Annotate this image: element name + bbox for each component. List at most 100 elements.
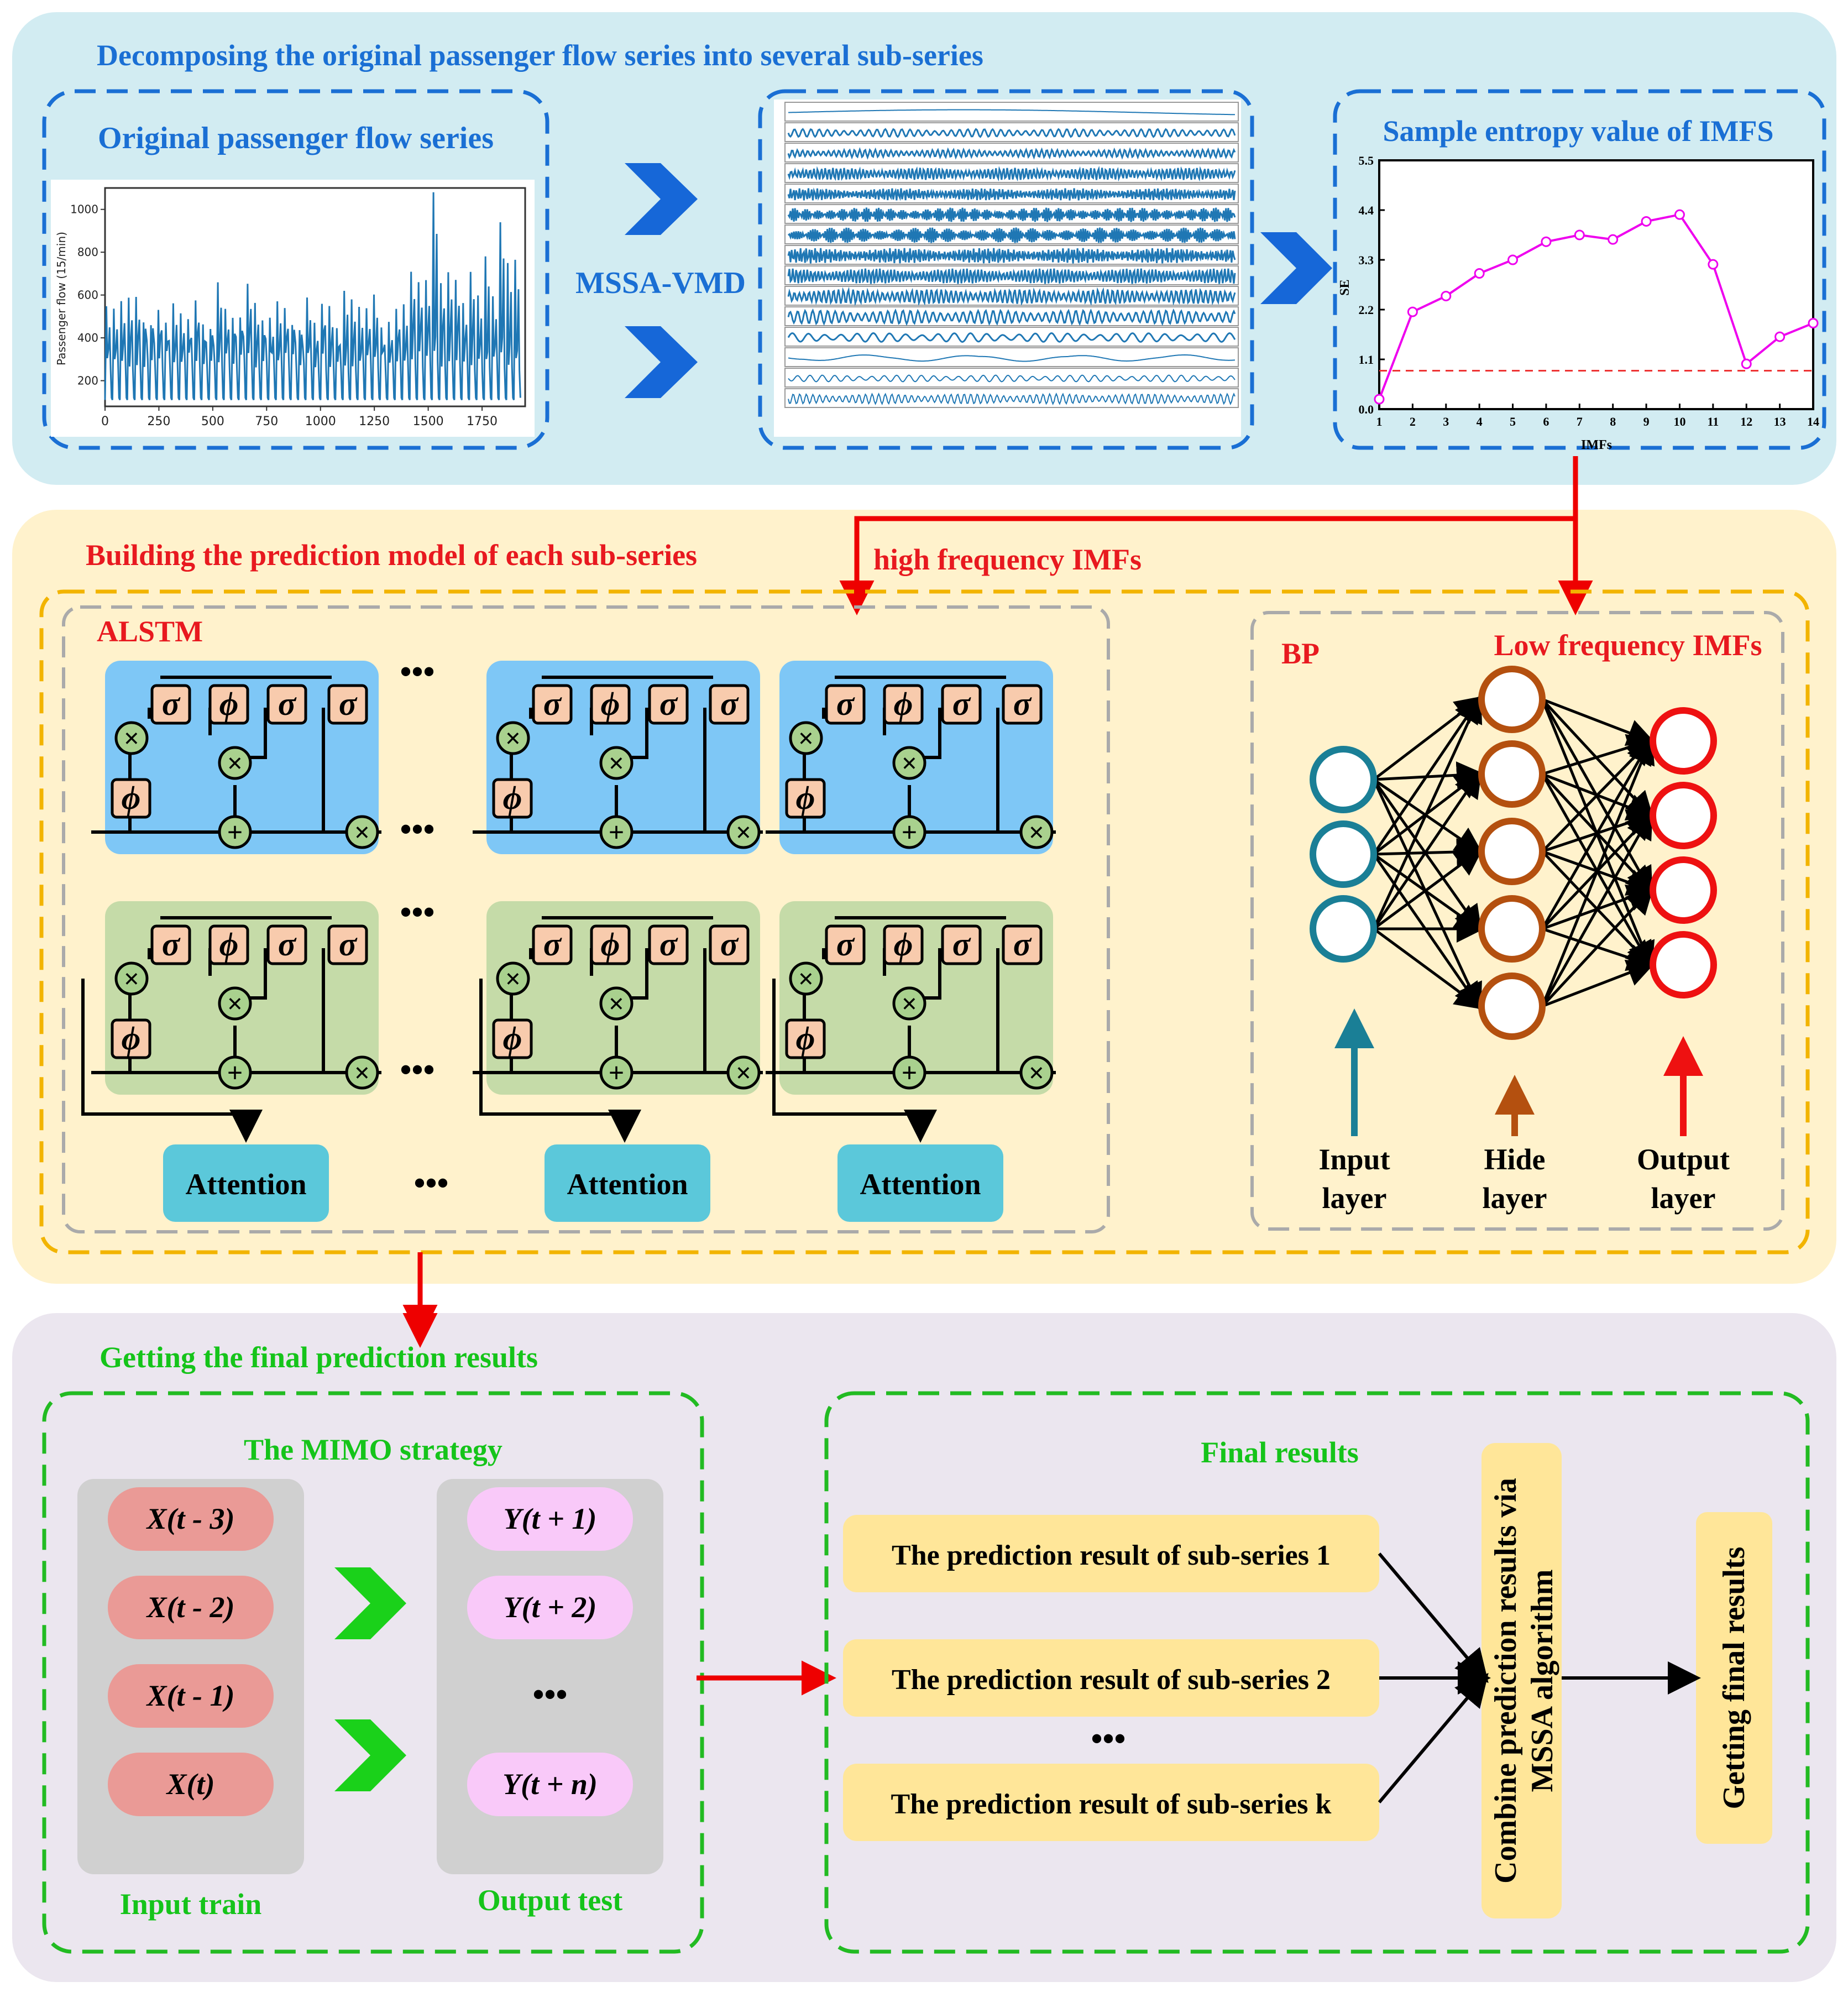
bp-neuron (1478, 740, 1546, 808)
operator-symbol: × (902, 747, 918, 778)
operator-symbol: × (1029, 817, 1045, 848)
gate-symbol: ϕ (219, 686, 239, 722)
gate-box (590, 924, 631, 965)
x-tick-label: 4 (1477, 415, 1483, 428)
se-point (1641, 216, 1652, 227)
operator-symbol: × (1029, 1057, 1045, 1088)
x-tick-label: 1000 (305, 415, 336, 428)
imf-signal (787, 248, 1236, 264)
operator-node (892, 815, 926, 849)
operator-node (892, 1055, 926, 1090)
x-tick-label: 250 (147, 415, 170, 428)
gate-box (648, 924, 689, 965)
imf-subplot (784, 327, 1239, 347)
gate-box (1002, 924, 1043, 965)
bp-connection (1373, 927, 1484, 1010)
y-tick-label: 400 (77, 331, 98, 344)
attention-box (545, 1144, 710, 1222)
bp-neuron (1650, 782, 1717, 849)
layer-label-line2: layer (1651, 1181, 1716, 1215)
imf-subplot (784, 245, 1239, 265)
operator-symbol: × (505, 963, 521, 994)
imf-signal (787, 207, 1236, 222)
se-point (1708, 259, 1719, 270)
final-box (1696, 1512, 1772, 1844)
gate-symbol: σ (952, 686, 971, 722)
se-point (1474, 268, 1485, 279)
operator-symbol: × (798, 723, 814, 754)
result1-arrow (1378, 1552, 1489, 1683)
combine-line1: Combine prediction results via (1489, 1478, 1523, 1884)
operator-node (114, 721, 149, 755)
operator-symbol: + (902, 817, 918, 848)
operator-node (892, 746, 926, 780)
x-tick-label: 500 (201, 415, 224, 428)
x-tick-label: 3 (1443, 415, 1449, 428)
se-point (1407, 306, 1418, 317)
bp-neuron (1478, 666, 1546, 733)
imf-signal (787, 268, 1236, 284)
bp-connection (1541, 811, 1653, 1007)
input-item-label: X(t - 3) (146, 1502, 235, 1535)
gate-box (709, 684, 750, 725)
gate-symbol: ϕ (122, 780, 141, 816)
operator-node (1019, 1055, 1054, 1090)
gate-box (941, 684, 982, 725)
gate-box (590, 684, 631, 725)
cells-ellipsis: ••• (400, 894, 434, 930)
final-results-title: Final results (1201, 1436, 1359, 1469)
x-tick-label: 1250 (359, 415, 390, 428)
operator-node (599, 1055, 634, 1090)
se-point (1808, 318, 1819, 329)
operator-node (599, 746, 634, 780)
operator-node (1019, 815, 1054, 849)
layer-label-line2: layer (1483, 1181, 1547, 1215)
y-tick-label: 3.3 (1359, 253, 1374, 267)
gate-box (111, 778, 151, 819)
gate-box (266, 684, 307, 725)
operator-symbol: × (124, 963, 140, 994)
imf-subplot (784, 184, 1239, 203)
x-tick-label: 0 (101, 415, 109, 428)
chevron-right-icon (334, 1567, 406, 1639)
layer-label-line1: Hide (1484, 1143, 1545, 1176)
bp-connection (1542, 960, 1656, 1008)
bp-neuron (1478, 895, 1546, 963)
bp-label: BP (1281, 637, 1320, 670)
imf-signal (788, 109, 1235, 116)
gate-box (150, 924, 191, 965)
se-point (1507, 254, 1519, 265)
operator-symbol: + (227, 817, 243, 848)
layer-label-line2: layer (1322, 1181, 1387, 1215)
operator-node (496, 721, 530, 755)
passenger-flow-line (104, 192, 521, 400)
gate-symbol: ϕ (796, 1020, 815, 1057)
imf-signal (787, 187, 1236, 201)
attention-box (837, 1144, 1003, 1222)
gate-box (208, 924, 249, 965)
chevron-right-icon (625, 163, 698, 235)
operator-symbol: × (609, 988, 625, 1019)
sub-result-box (843, 1515, 1379, 1592)
imf-subplot (784, 204, 1239, 224)
imf-signal (787, 165, 1236, 182)
operator-symbol: × (354, 817, 370, 848)
cells-ellipsis: ••• (400, 1052, 434, 1088)
imf-subplot (784, 368, 1239, 388)
attention-feed (772, 979, 937, 1143)
imf-signal (787, 128, 1236, 138)
y-tick-label: 5.5 (1359, 154, 1374, 168)
layer-label-line1: Input (1318, 1143, 1390, 1176)
operator-symbol: × (736, 817, 752, 848)
x-tick-label: 13 (1774, 415, 1786, 428)
bp-neuron (1478, 818, 1546, 885)
operator-symbol: × (736, 1057, 752, 1088)
imf-subplot (784, 306, 1239, 326)
gate-box (825, 924, 866, 965)
x-tick-label: 1750 (467, 415, 498, 428)
operator-node (789, 721, 823, 755)
entropy-panel-title: Sample entropy value of IMFS (1383, 114, 1773, 148)
gate-box (327, 684, 368, 725)
se-line (1378, 213, 1814, 400)
x-tick-label: 10 (1673, 415, 1685, 428)
